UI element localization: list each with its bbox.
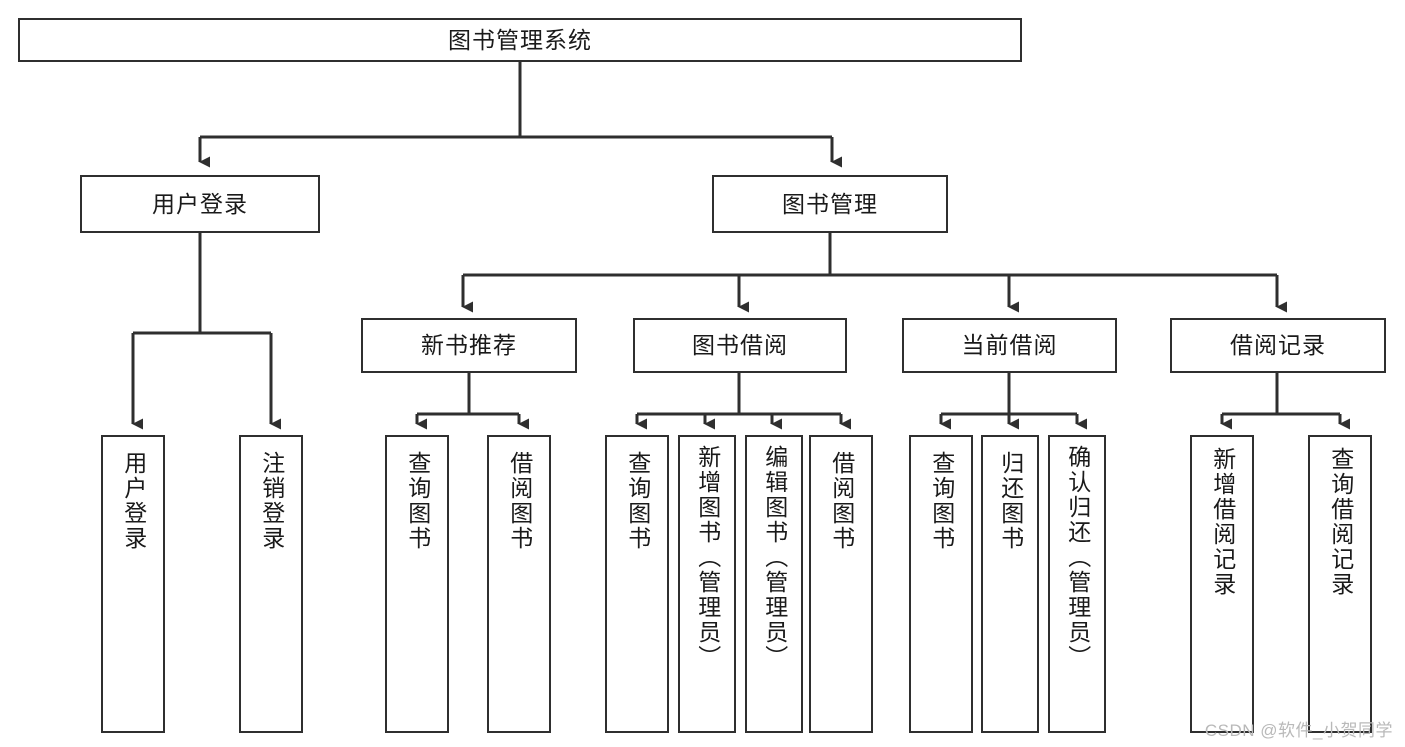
leaf-return-book[interactable]: 归还图书 <box>981 435 1039 733</box>
leaf-query-book-recommend[interactable]: 查询图书 <box>385 435 449 733</box>
node-new-book-recommend[interactable]: 新书推荐 <box>361 318 577 373</box>
node-label: 用户登录 <box>152 190 248 217</box>
node-label: 注销登录 <box>258 451 285 551</box>
node-label: 图书管理系统 <box>448 26 592 53</box>
leaf-query-book-current[interactable]: 查询图书 <box>909 435 973 733</box>
csdn-watermark: CSDN @软件_小贺同学 <box>1204 721 1393 740</box>
node-user-login[interactable]: 用户登录 <box>80 175 320 233</box>
node-label: 借阅记录 <box>1230 332 1326 359</box>
node-label: 编辑图书（管理员） <box>761 445 788 670</box>
node-root-book-management-system[interactable]: 图书管理系统 <box>18 18 1022 62</box>
node-label: 新增图书（管理员） <box>694 445 721 670</box>
leaf-add-book-admin[interactable]: 新增图书（管理员） <box>678 435 736 733</box>
leaf-add-borrow-record[interactable]: 新增借阅记录 <box>1190 435 1254 733</box>
node-label: 图书管理 <box>782 190 878 217</box>
leaf-query-borrow-record[interactable]: 查询借阅记录 <box>1308 435 1372 733</box>
node-book-management[interactable]: 图书管理 <box>712 175 948 233</box>
node-label: 借阅图书 <box>828 451 855 551</box>
leaf-edit-book-admin[interactable]: 编辑图书（管理员） <box>745 435 803 733</box>
node-label: 当前借阅 <box>961 332 1058 359</box>
leaf-user-login[interactable]: 用户登录 <box>101 435 165 733</box>
node-label: 归还图书 <box>997 451 1024 551</box>
node-current-borrow[interactable]: 当前借阅 <box>902 318 1117 373</box>
node-book-borrow[interactable]: 图书借阅 <box>633 318 847 373</box>
leaf-logout-login[interactable]: 注销登录 <box>239 435 303 733</box>
node-label: 借阅图书 <box>506 451 533 551</box>
node-label: 查询图书 <box>624 451 651 551</box>
node-borrow-record[interactable]: 借阅记录 <box>1170 318 1386 373</box>
leaf-borrow-book-recommend[interactable]: 借阅图书 <box>487 435 551 733</box>
node-label: 确认归还（管理员） <box>1064 445 1091 670</box>
node-label: 查询图书 <box>928 451 955 551</box>
node-label: 新书推荐 <box>421 332 517 359</box>
node-label: 新增借阅记录 <box>1209 447 1236 597</box>
node-label: 查询借阅记录 <box>1327 447 1354 597</box>
node-label: 用户登录 <box>120 451 147 551</box>
leaf-borrow-book[interactable]: 借阅图书 <box>809 435 873 733</box>
node-label: 查询图书 <box>404 451 431 551</box>
node-label: 图书借阅 <box>692 332 788 359</box>
leaf-query-book-borrow[interactable]: 查询图书 <box>605 435 669 733</box>
leaf-confirm-return-admin[interactable]: 确认归还（管理员） <box>1048 435 1106 733</box>
